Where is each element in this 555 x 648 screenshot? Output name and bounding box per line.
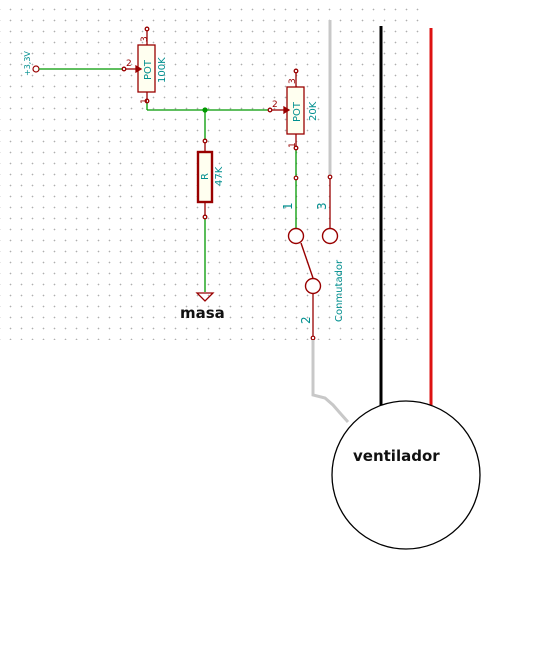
switch-pin2: 2 [299, 316, 313, 324]
supply-terminal [32, 65, 40, 73]
resistor-47k [196, 138, 214, 220]
fan-circle [331, 400, 481, 550]
pot-20k-value: 20K [308, 101, 319, 121]
fan-label: ventilador [353, 447, 440, 465]
switch-pin3: 3 [315, 202, 329, 210]
pot-20k-pin2: 2 [272, 100, 278, 110]
ground-label: masa [180, 304, 225, 322]
resistor-ref: R [200, 173, 211, 180]
wire-junction [202, 107, 208, 113]
switch-pin1: 1 [281, 202, 295, 210]
pot-100k-pin2: 2 [126, 59, 132, 69]
pot-100k-pin3: 3 [140, 36, 150, 42]
pot-20k-ref: POT [292, 101, 303, 122]
pot-100k-ref: POT [143, 59, 154, 80]
pot-100k-value: 100K [157, 57, 168, 83]
wires [39, 68, 297, 292]
resistor-value: 47K [214, 166, 225, 186]
switch-label: Conmutador [334, 259, 345, 322]
supply-label: +3,3V [23, 51, 32, 76]
pot-100k-pin1: 1 [140, 98, 150, 104]
switch-conmutador [287, 20, 339, 341]
pot-20k [267, 68, 305, 151]
pot-20k-pin1: 1 [288, 142, 298, 148]
pot-20k-pin3: 3 [288, 78, 298, 84]
fan-wires [311, 26, 433, 423]
ground-symbol [195, 292, 215, 302]
pot-100k [121, 26, 156, 104]
